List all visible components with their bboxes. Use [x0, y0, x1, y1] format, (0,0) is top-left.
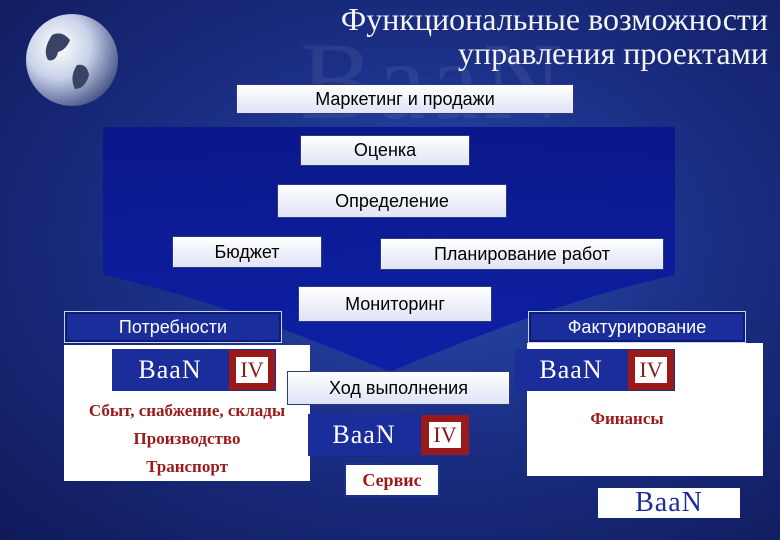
progress-box: Ход выполнения	[287, 371, 510, 405]
center-iv-badge: IV	[420, 414, 470, 456]
budget-box: Бюджет	[172, 236, 322, 268]
center-baan-iv-logo: BaaN IV	[308, 414, 470, 456]
globe-icon	[26, 14, 118, 106]
left-panel-line-1: Сбыт, снабжение, склады	[88, 401, 286, 420]
watermark-logo: BaaN	[300, 20, 567, 142]
title-line-1: Функциональные возможности	[340, 1, 768, 37]
center-baan-logo-text: BaaN	[308, 414, 420, 456]
evaluation-box: Оценка	[300, 135, 470, 166]
iv-badge: IV	[228, 349, 276, 391]
left-module-panel: BaaN IV Сбыт, снабжение, склады Производ…	[64, 345, 310, 481]
right-baan-iv-logo: BaaN IV	[515, 349, 675, 391]
right-baan-logo-text: BaaN	[515, 349, 627, 391]
center-iv-badge-text: IV	[429, 422, 461, 448]
baan-logo-text: BaaN	[112, 349, 228, 391]
title-line-2: управления проектами	[458, 35, 768, 71]
work-planning-box: Планирование работ	[380, 238, 664, 270]
right-panel-text: Финансы	[590, 409, 664, 428]
monitoring-box: Мониторинг	[298, 286, 492, 322]
invoicing-box: Фактурирование	[528, 311, 746, 343]
marketing-box: Маркетинг и продажи	[236, 84, 574, 114]
left-panel-line-2: Производство	[133, 429, 241, 448]
bottom-baan-logo: BaaN	[598, 487, 740, 518]
iv-badge-text: IV	[236, 357, 268, 383]
definition-box: Определение	[277, 184, 507, 218]
right-module-panel: BaaN IV Финансы	[515, 343, 763, 476]
service-label: Сервис	[344, 463, 440, 497]
right-iv-badge-text: IV	[635, 357, 667, 383]
page-title: Функциональные возможности управления пр…	[341, 2, 768, 70]
left-panel-line-3: Транспорт	[146, 457, 228, 476]
right-iv-badge: IV	[627, 349, 675, 391]
baan-iv-logo: BaaN IV	[112, 349, 276, 391]
needs-box: Потребности	[64, 311, 282, 343]
